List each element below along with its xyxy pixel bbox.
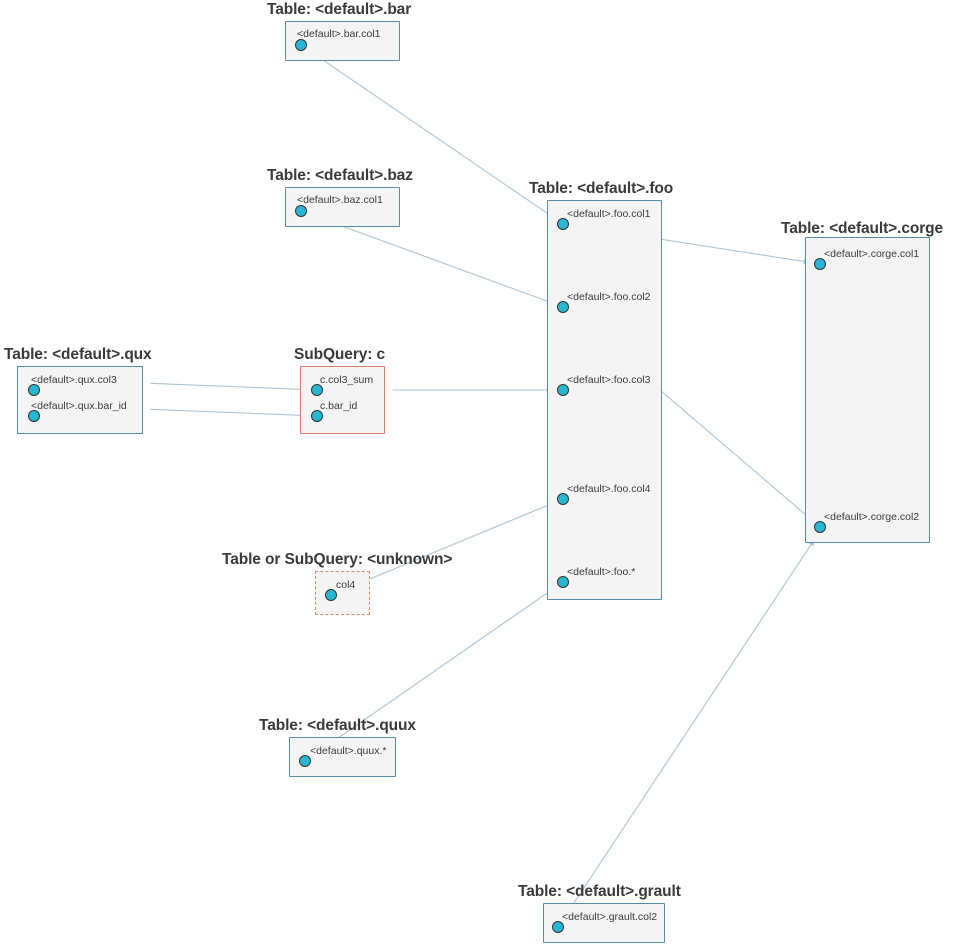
lineage-edge[interactable] [307, 213, 557, 305]
column-label-qux.bar_id: <default>.qux.bar_id [31, 400, 127, 412]
node-title-foo: Table: <default>.foo [529, 180, 674, 197]
column-label-col4: col4 [336, 579, 356, 591]
column-label-quux.star: <default>.quux.* [310, 745, 387, 757]
node-box-foo[interactable] [547, 200, 662, 600]
column-label-foo.col2: <default>.foo.col2 [567, 291, 651, 303]
node-title-grault: Table: <default>.grault [518, 883, 681, 900]
column-dot-foo.col3[interactable] [557, 384, 569, 396]
column-label-c.col3_sum: c.col3_sum [320, 374, 374, 386]
node-title-subquery_c: SubQuery: c [294, 346, 386, 363]
column-label-grault.col2: <default>.grault.col2 [562, 911, 658, 923]
column-label-qux.col3: <default>.qux.col3 [31, 374, 117, 386]
column-label-bar.col1: <default>.bar.col1 [297, 28, 381, 40]
node-box-subquery_c[interactable] [300, 366, 385, 434]
column-label-foo.col1: <default>.foo.col1 [567, 208, 651, 220]
node-box-corge[interactable] [805, 237, 930, 543]
column-label-corge.col1: <default>.corge.col1 [824, 248, 920, 260]
column-dot-baz.col1[interactable] [295, 205, 307, 217]
column-dot-col4[interactable] [325, 589, 337, 601]
node-title-qux: Table: <default>.qux [4, 346, 152, 363]
column-dot-bar.col1[interactable] [295, 39, 307, 51]
column-label-corge.col2: <default>.corge.col2 [824, 511, 920, 523]
node-title-quux: Table: <default>.quux [259, 717, 416, 734]
node-box-qux[interactable] [17, 366, 143, 434]
column-dot-c.col3_sum[interactable] [311, 384, 323, 396]
column-dot-corge.col2[interactable] [814, 521, 826, 533]
lineage-edge[interactable] [150, 382, 310, 393]
column-dot-qux.bar_id[interactable] [28, 410, 40, 422]
column-dot-quux.star[interactable] [299, 755, 311, 767]
lineage-edge[interactable] [150, 408, 310, 419]
node-box-grault[interactable] [543, 903, 665, 943]
column-dot-qux.col3[interactable] [28, 384, 40, 396]
node-title-unknown: Table or SubQuery: <unknown> [222, 551, 453, 568]
column-label-foo.col3: <default>.foo.col3 [567, 374, 651, 386]
column-label-foo.star: <default>.foo.* [567, 566, 636, 578]
column-dot-grault.col2[interactable] [552, 921, 564, 933]
node-title-bar: Table: <default>.bar [267, 1, 412, 18]
column-label-c.bar_id: c.bar_id [320, 400, 358, 412]
edge-lines [150, 48, 817, 922]
node-title-baz: Table: <default>.baz [267, 167, 413, 184]
node-title-corge: Table: <default>.corge [781, 220, 944, 237]
column-dot-foo.col1[interactable] [557, 218, 569, 230]
node-box-unknown[interactable] [315, 571, 370, 615]
column-dot-corge.col1[interactable] [814, 258, 826, 270]
column-dot-foo.col2[interactable] [557, 301, 569, 313]
column-dot-foo.col4[interactable] [557, 493, 569, 505]
lineage-edge[interactable] [337, 501, 557, 593]
column-label-foo.col4: <default>.foo.col4 [567, 483, 651, 495]
column-dot-foo.star[interactable] [557, 576, 569, 588]
column-label-baz.col1: <default>.baz.col1 [297, 194, 383, 206]
column-dot-c.bar_id[interactable] [311, 410, 323, 422]
